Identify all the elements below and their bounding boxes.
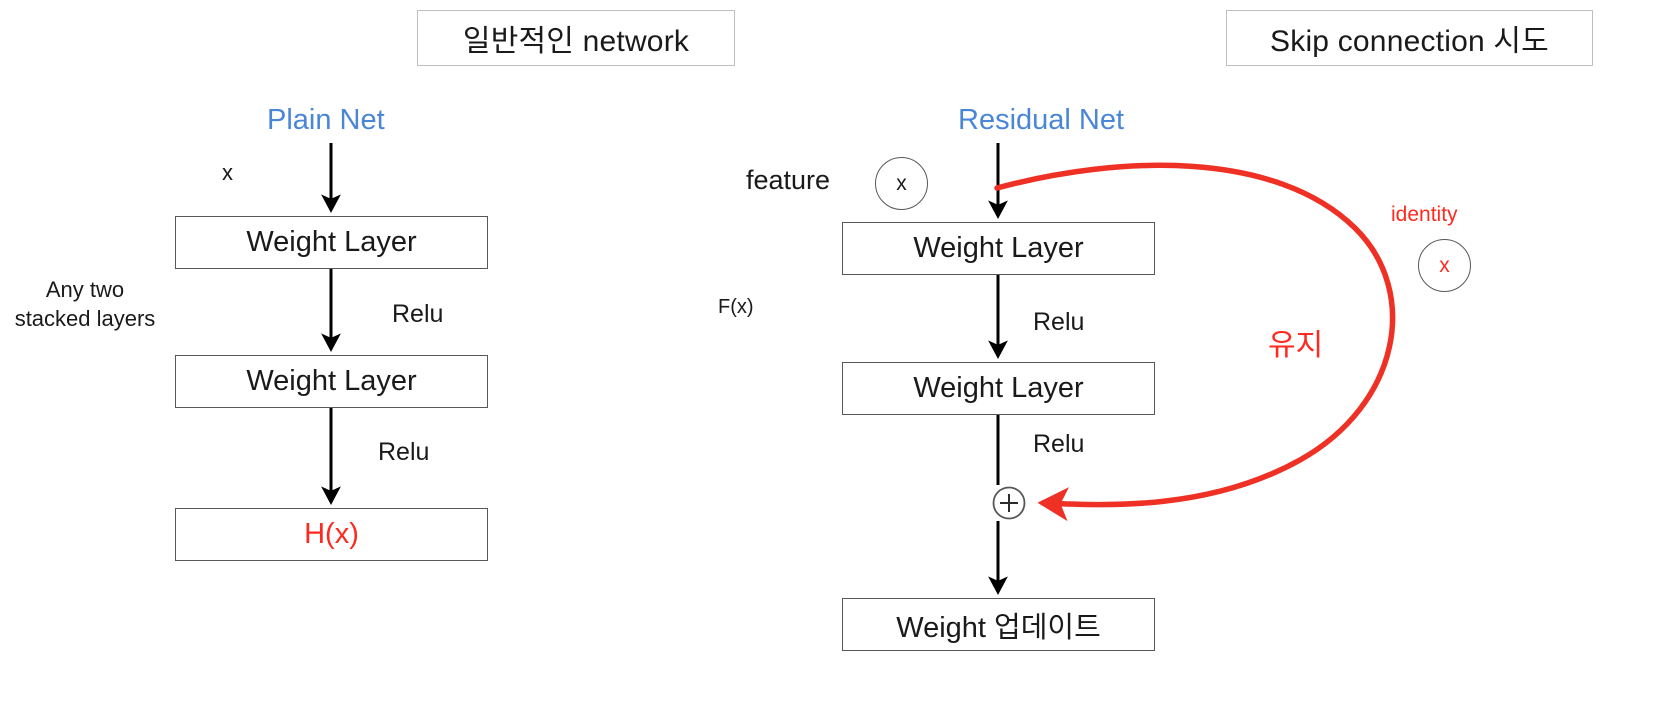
plain-weight-layer-box-1: Weight Layer	[175, 216, 488, 269]
residual-weight-update-box: Weight 업데이트	[842, 598, 1155, 651]
any-two-stacked-layers-note: Any two stacked layers	[0, 275, 170, 333]
residual-function-fx-label: F(x)	[718, 296, 754, 318]
plain-net-heading: Plain Net	[267, 104, 385, 136]
title-box-plain-network: 일반적인 network	[417, 10, 735, 66]
identity-x-token-circle: x	[1418, 239, 1471, 292]
identity-label: identity	[1391, 203, 1458, 226]
plain-output-hx-box: H(x)	[175, 508, 488, 561]
any-two-stacked-layers-note-line-1: Any two	[45, 277, 125, 302]
plain-relu-label-2: Relu	[378, 438, 430, 466]
plain-relu-label-1: Relu	[392, 300, 444, 328]
residual-weight-layer-box-1: Weight Layer	[842, 222, 1155, 275]
feature-x-token-circle: x	[875, 157, 928, 210]
residual-relu-label-2: Relu	[1033, 430, 1085, 458]
any-two-stacked-layers-note-line-2: stacked layers	[14, 306, 156, 332]
residual-relu-label-1: Relu	[1033, 308, 1085, 336]
sum-node	[992, 486, 1026, 520]
skip-connection-yuji-label: 유지	[1268, 329, 1324, 362]
residual-weight-layer-box-2: Weight Layer	[842, 362, 1155, 415]
feature-label: feature	[746, 165, 831, 195]
residual-net-heading: Residual Net	[958, 104, 1125, 136]
plain-weight-layer-box-2: Weight Layer	[175, 355, 488, 408]
plain-input-x-label: x	[222, 160, 233, 185]
title-box-skip-connection: Skip connection 시도	[1226, 10, 1593, 66]
